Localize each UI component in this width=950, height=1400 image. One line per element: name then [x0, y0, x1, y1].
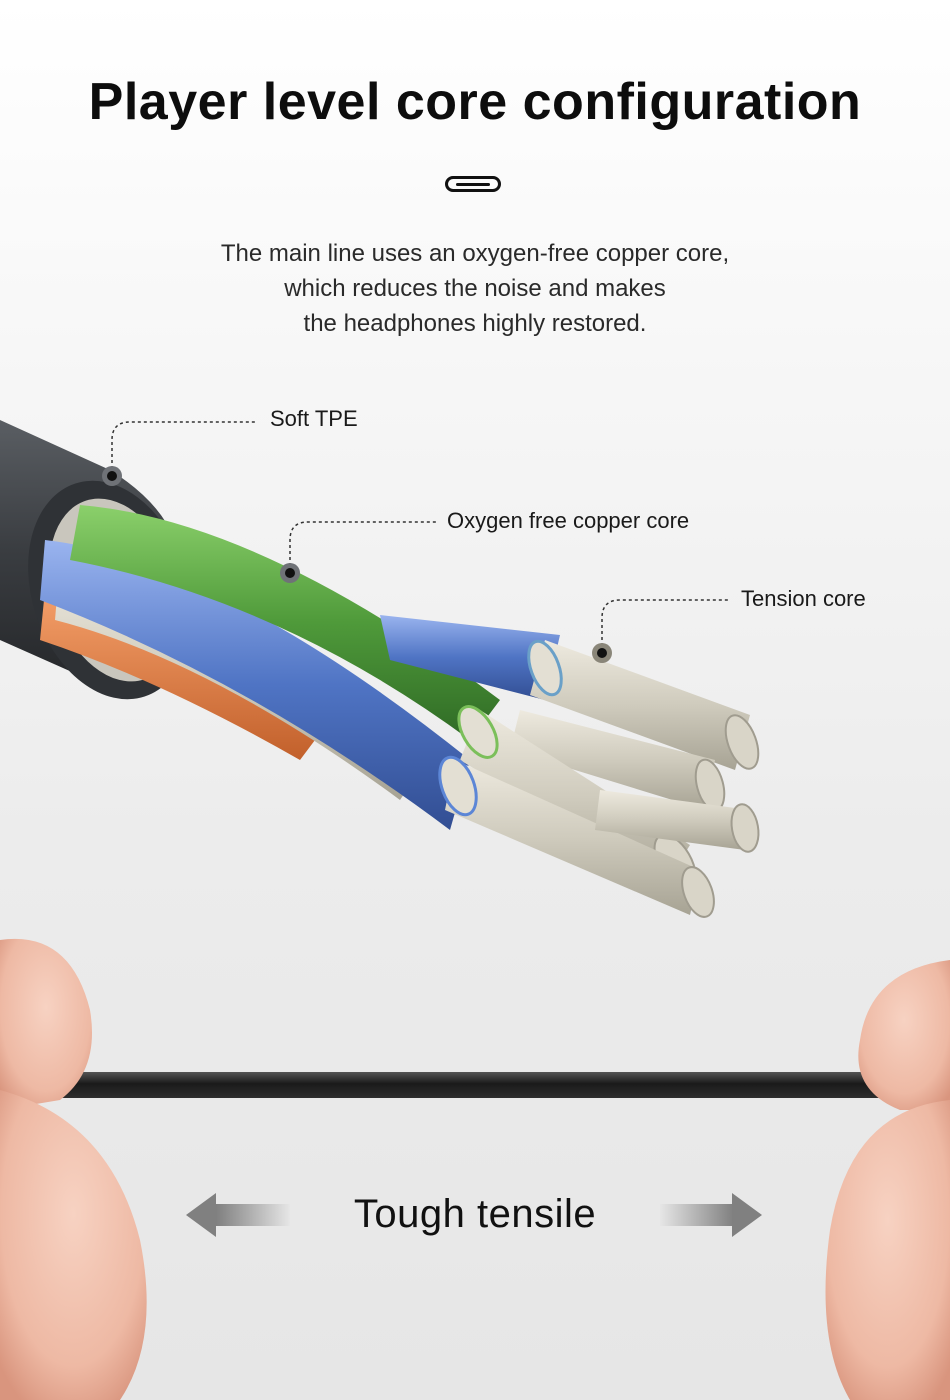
left-arrow-icon: [186, 1193, 290, 1237]
green-strand: [70, 505, 500, 740]
divider-pill-icon: [445, 176, 501, 192]
callout-copper-core: Oxygen free copper core: [447, 508, 690, 533]
description: The main line uses an oxygen-free copper…: [0, 236, 950, 341]
tough-tensile-label: Tough tensile: [353, 1192, 597, 1236]
callout-lines: [111, 421, 730, 652]
tension-core-strands: [438, 639, 760, 918]
callout-tension-core: Tension core: [741, 586, 866, 611]
callout-dots: [102, 466, 612, 663]
left-hand: [0, 938, 147, 1400]
description-line: the headphones highly restored.: [303, 310, 647, 337]
description-line: The main line uses an oxygen-free copper…: [220, 240, 730, 267]
stretched-cord: [0, 1072, 950, 1098]
right-hand: [825, 960, 950, 1400]
description-line: which reduces the noise and makes: [284, 275, 666, 302]
right-arrow-icon: [660, 1193, 762, 1237]
callout-soft-tpe: Soft TPE: [270, 406, 358, 431]
page-title: Player level core configuration: [88, 73, 862, 131]
blue-strand: [40, 540, 470, 830]
